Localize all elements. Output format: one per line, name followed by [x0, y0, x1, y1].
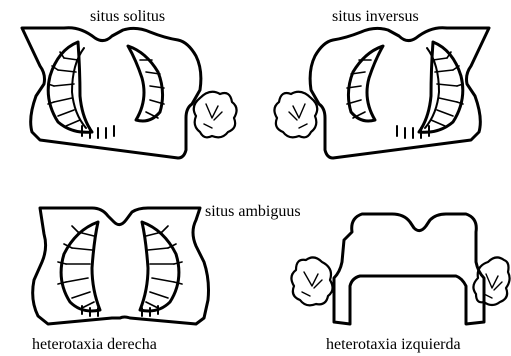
label-situs-ambiguus: situs ambiguus — [205, 203, 301, 221]
inversus-right-lobe — [419, 42, 463, 132]
solitus-spleen — [194, 92, 237, 138]
label-situs-inversus: situs inversus — [332, 8, 419, 26]
label-heterotaxia-derecha: heterotaxia derecha — [32, 336, 157, 354]
solitus-right-lobe — [128, 46, 163, 121]
label-heterotaxia-izquierda: heterotaxia izquierda — [326, 336, 461, 354]
izquierda-right-spleen-detail — [484, 274, 502, 298]
heterotaxia-derecha-figure — [33, 208, 209, 324]
solitus-left-lobe — [48, 42, 92, 132]
solitus-spleen-detail — [204, 104, 222, 128]
label-situs-solitus: situs solitus — [90, 8, 165, 26]
inversus-spleen-detail — [289, 104, 307, 128]
inversus-spleen — [274, 92, 317, 138]
situs-inversus-figure — [274, 28, 489, 158]
situs-solitus-figure — [22, 28, 237, 158]
izquierda-left-spleen — [291, 257, 332, 305]
izquierda-outer-outline — [334, 214, 484, 324]
heterotaxia-izquierda-figure — [291, 214, 509, 324]
derecha-outer-outline — [33, 208, 209, 324]
izquierda-left-spleen-detail — [302, 272, 322, 296]
inversus-left-lobe — [348, 46, 383, 121]
